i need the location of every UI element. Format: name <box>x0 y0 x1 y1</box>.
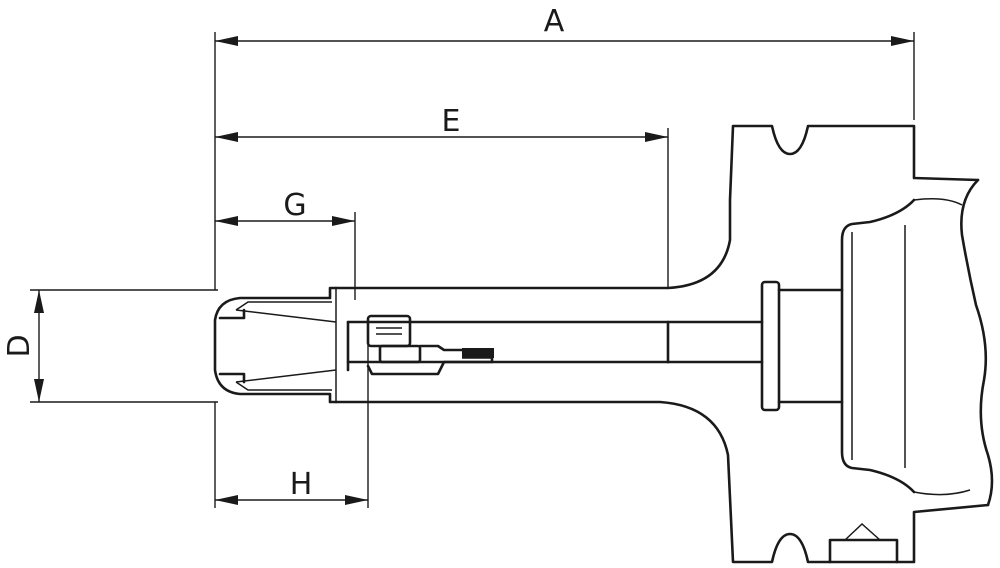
stud-body <box>777 288 844 404</box>
screw-tip <box>462 348 494 358</box>
dimension-label-d: D <box>2 334 37 357</box>
arrowhead <box>215 132 238 142</box>
dimension-label-e: E <box>442 104 461 139</box>
collet-nut <box>213 286 350 404</box>
cavity-lower-curve <box>913 489 971 496</box>
inner-cavity <box>840 198 971 496</box>
dimension-e: E <box>215 104 669 288</box>
arrowhead <box>645 132 668 142</box>
collet-slot-upper <box>218 308 246 320</box>
cavity-upper-curve <box>913 198 963 206</box>
stud-flange <box>760 280 781 412</box>
collet-inner-lower <box>235 369 337 391</box>
screw-body <box>378 344 422 364</box>
drive-slot <box>828 538 899 564</box>
shank-upper-profile <box>334 124 980 290</box>
shank-lower-profile <box>334 400 990 564</box>
cavity-outline <box>840 198 916 494</box>
arrowhead <box>34 379 44 402</box>
collet-inner-upper <box>235 301 337 323</box>
arrowhead <box>332 216 355 226</box>
collet-slot-lower <box>218 372 246 384</box>
drive-slot-detail <box>844 522 881 541</box>
retention-stud <box>666 280 844 412</box>
dimension-label-g: G <box>283 188 306 223</box>
screw-shank <box>366 344 494 376</box>
arrowhead <box>215 495 238 505</box>
dimension-label-h: H <box>290 467 313 502</box>
dimension-h: H <box>214 345 369 508</box>
clamping-screw <box>346 314 670 376</box>
dimension-a: A <box>214 4 915 290</box>
tool-body <box>334 124 994 564</box>
arrowhead <box>34 290 44 313</box>
arrowhead <box>345 495 368 505</box>
dimension-g: G <box>215 188 356 300</box>
arrowhead <box>215 216 238 226</box>
arrowhead <box>215 36 238 46</box>
dimension-d: D <box>2 289 218 403</box>
dimension-label-a: A <box>544 4 565 39</box>
screw-head <box>366 314 412 348</box>
screw-detail <box>376 327 402 335</box>
break-line <box>960 178 994 507</box>
arrowhead <box>891 36 914 46</box>
collet-upper <box>213 286 338 404</box>
